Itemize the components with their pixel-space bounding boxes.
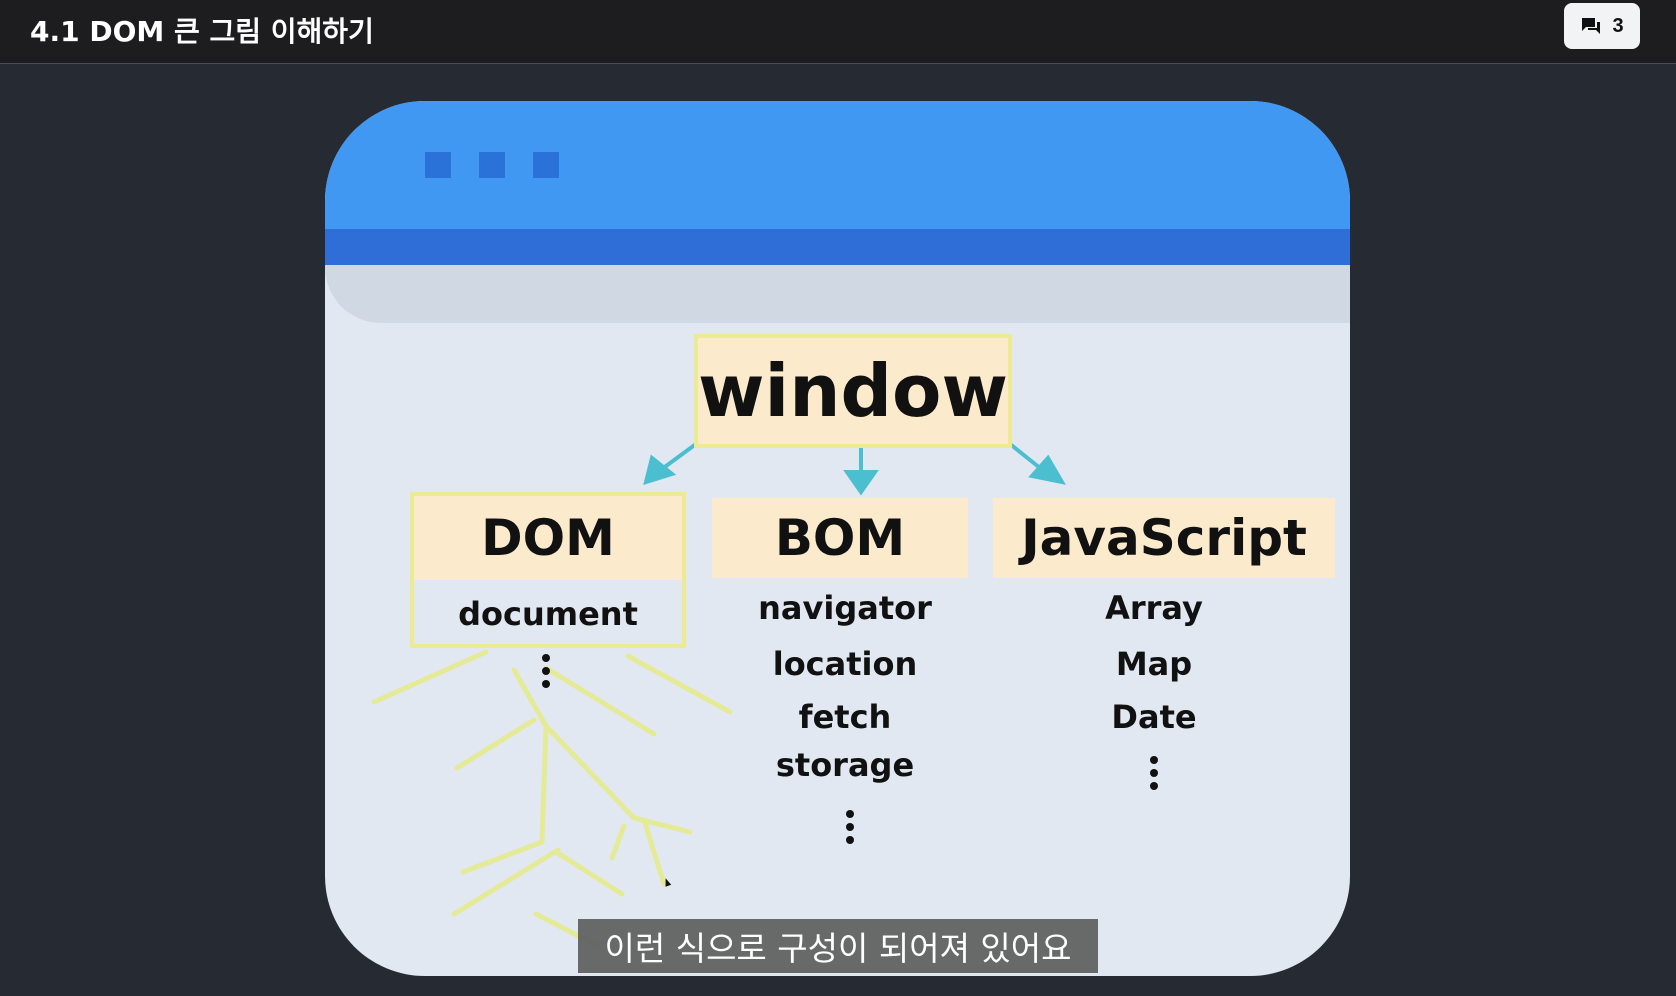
window-control-dot xyxy=(479,152,505,178)
bom-item-fetch: fetch xyxy=(798,698,892,736)
comment-count: 3 xyxy=(1612,14,1624,37)
bom-item-storage: storage xyxy=(775,746,915,784)
dom-header: DOM xyxy=(414,496,682,580)
js-item-array: Array xyxy=(1105,589,1203,627)
arrow-to-bom xyxy=(843,470,879,496)
browser-address-bar xyxy=(325,265,1350,323)
bom-header: BOM xyxy=(712,498,968,578)
tree-branches xyxy=(371,649,733,949)
comment-icon xyxy=(1582,18,1601,34)
window-label: window xyxy=(698,349,1008,433)
window-node: window xyxy=(694,334,1012,448)
window-control-dot xyxy=(533,152,559,178)
js-item-date: Date xyxy=(1111,698,1197,736)
js-item-map: Map xyxy=(1115,645,1193,683)
top-bar: 4.1 DOM 큰 그림 이해하기 3 xyxy=(0,0,1676,64)
dom-node: DOM document xyxy=(410,492,686,648)
page-title: 4.1 DOM 큰 그림 이해하기 xyxy=(30,15,374,48)
bom-item-navigator: navigator xyxy=(758,589,932,627)
dom-items: document xyxy=(414,580,682,648)
arrows xyxy=(643,442,1066,496)
dom-more-ellipsis xyxy=(542,654,550,693)
arrow-to-dom xyxy=(643,454,677,485)
window-control-dot xyxy=(425,152,451,178)
document-item: document xyxy=(458,595,638,633)
subtitle-text: 이런 식으로 구성이 되어져 있어요 xyxy=(604,929,1072,968)
video-subtitle: 이런 식으로 구성이 되어져 있어요 xyxy=(578,919,1098,973)
js-more-ellipsis xyxy=(1150,756,1158,795)
browser-tab-strip xyxy=(325,229,1350,265)
bom-label: BOM xyxy=(774,509,906,567)
arrow-to-javascript xyxy=(1028,454,1066,485)
javascript-label: JavaScript xyxy=(1021,509,1307,567)
bom-item-location: location xyxy=(772,645,918,683)
bom-more-ellipsis xyxy=(846,810,854,849)
comments-button[interactable]: 3 xyxy=(1564,3,1640,49)
javascript-header: JavaScript xyxy=(993,498,1335,578)
dom-label: DOM xyxy=(481,509,615,567)
